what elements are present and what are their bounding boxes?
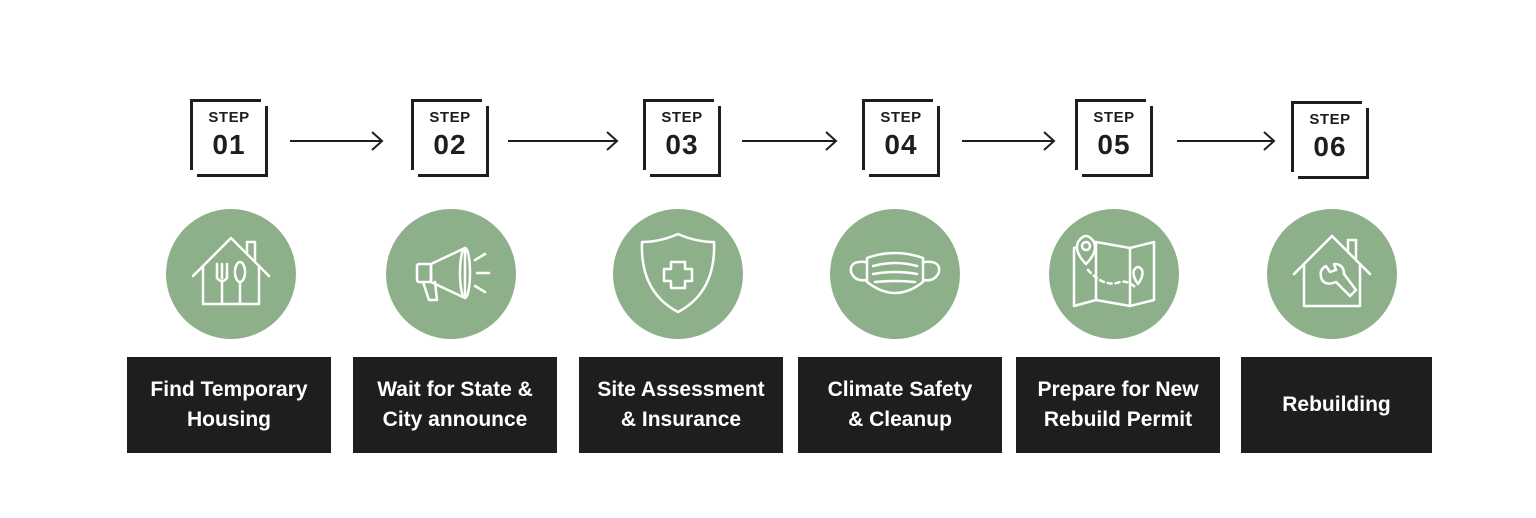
step-word: STEP (429, 109, 471, 126)
step-number: 03 (665, 129, 699, 160)
step-label: Wait for State & City announce (377, 378, 533, 431)
megaphone-icon (386, 209, 516, 339)
step-word: STEP (1093, 109, 1135, 126)
step-badge-05: STEP 05 (1075, 99, 1153, 177)
step-badge-06: STEP 06 (1291, 101, 1369, 179)
step-number: 01 (212, 129, 246, 160)
step-number: 02 (433, 129, 467, 160)
step-badge-01: STEP 01 (190, 99, 268, 177)
step-badge-04: STEP 04 (862, 99, 940, 177)
step-label-box: Wait for State & City announce (353, 357, 557, 453)
step-number: 04 (884, 129, 918, 160)
step-label-box: Rebuilding (1241, 357, 1432, 453)
step-number: 06 (1313, 131, 1347, 162)
step-number: 05 (1097, 129, 1131, 160)
step-badge-03: STEP 03 (643, 99, 721, 177)
step-label-box: Find Temporary Housing (127, 357, 331, 453)
step-label-box: Prepare for New Rebuild Permit (1016, 357, 1220, 453)
step-badge-02: STEP 02 (411, 99, 489, 177)
house-utensils-icon (166, 209, 296, 339)
step-word: STEP (1309, 111, 1351, 128)
step-label: Site Assessment & Insurance (597, 378, 765, 431)
arrow-icon (290, 131, 384, 151)
step-label: Prepare for New Rebuild Permit (1037, 378, 1199, 431)
step-label-box: Climate Safety & Cleanup (798, 357, 1002, 453)
step-word: STEP (661, 109, 703, 126)
arrow-icon (1177, 131, 1276, 151)
arrow-icon (742, 131, 838, 151)
step-label: Rebuilding (1282, 393, 1391, 416)
arrow-icon (962, 131, 1056, 151)
step-word: STEP (208, 109, 250, 126)
map-pin-icon (1049, 209, 1179, 339)
arrow-icon (508, 131, 619, 151)
shield-plus-icon (613, 209, 743, 339)
house-wrench-icon (1267, 209, 1397, 339)
step-word: STEP (880, 109, 922, 126)
step-label: Find Temporary Housing (150, 378, 308, 431)
step-label: Climate Safety & Cleanup (827, 378, 973, 431)
step-label-box: Site Assessment & Insurance (579, 357, 783, 453)
face-mask-icon (830, 209, 960, 339)
